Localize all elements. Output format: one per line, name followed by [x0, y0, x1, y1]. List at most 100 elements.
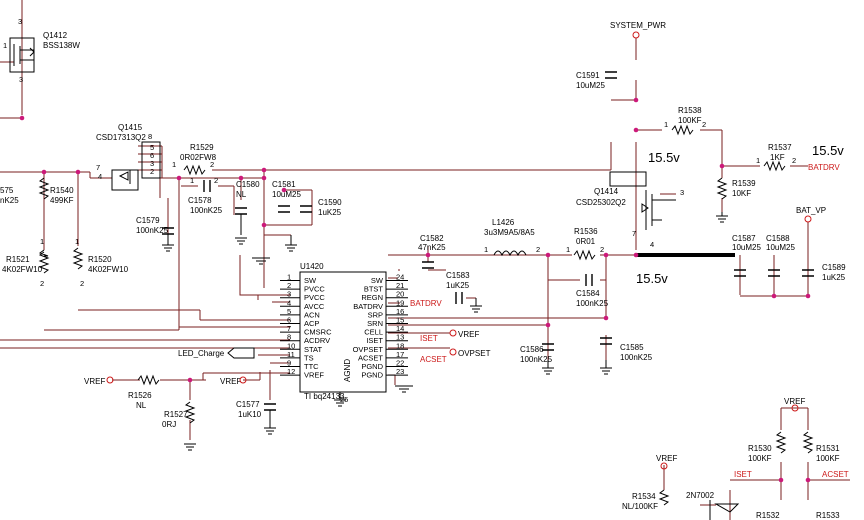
ic-right-pin-number: 16: [396, 307, 404, 316]
c1589: C1589 1uK25: [802, 263, 846, 282]
svg-text:7: 7: [632, 229, 636, 238]
ic-right-pin-name: PGND: [361, 362, 383, 371]
c1580: C1580 NL: [235, 180, 260, 245]
c1590: C1590 1uK25: [285, 198, 342, 252]
r1539: R1539 10KF: [716, 177, 756, 223]
bat-vp-label: BAT_VP: [796, 206, 826, 215]
c1582-val: 47nK25: [418, 243, 446, 252]
r1539-val: 10KF: [732, 189, 751, 198]
r1526-ref: R1526: [128, 391, 152, 400]
ic-left-pin-name: PVCC: [304, 285, 325, 294]
c1588-val: 10uM25: [766, 243, 795, 252]
ic-agnd: AGND: [343, 359, 352, 382]
svg-text:4: 4: [650, 240, 654, 249]
partial-val-nk25: nK25: [0, 196, 19, 205]
r1527: R1527 0RJ: [162, 401, 196, 451]
led-charge-net: LED_Charge: [178, 347, 255, 359]
voltage-annotation-bus: 15.5v: [636, 271, 668, 286]
r1529-ref: R1529: [190, 143, 214, 152]
r1540-ref: R1540: [50, 186, 74, 195]
ic-right-pin-name: SRP: [368, 310, 383, 319]
r1529: 1 2 R1529 0R02FW8: [172, 143, 217, 176]
voltage-annotation-q1414: 15.5v: [648, 150, 680, 165]
c1584-val: 100nK25: [576, 299, 609, 308]
c1585: C1585 100nK25: [600, 337, 653, 375]
svg-text:4: 4: [98, 172, 102, 181]
c1591-val: 10uM25: [576, 81, 605, 90]
r1537-val: 1KF: [770, 153, 785, 162]
c1581-ref: C1581: [272, 180, 296, 189]
c1582-ref: C1582: [420, 234, 444, 243]
iset-br-label: ISET: [734, 470, 752, 479]
ic-left-pin-name: SW: [304, 276, 317, 285]
c1579-ref: C1579: [136, 216, 160, 225]
r1533-ref: R1533: [816, 511, 840, 520]
acset-br-label: ACSET: [822, 470, 849, 479]
ic-right-pin-number: 15: [396, 316, 404, 325]
c1586: C1586 100nK25: [520, 343, 554, 375]
vref-label-br: VREF: [784, 397, 805, 406]
q1412-val: BSS138W: [43, 41, 80, 50]
ic-left-pin-number: 3: [287, 290, 291, 299]
r1538: 1 2 R1538 100KF: [664, 106, 706, 136]
r1520-val: 4K02FW10: [88, 265, 129, 274]
vref-label-b: VREF: [656, 454, 677, 463]
q2n7002: 2N7002: [686, 491, 740, 520]
c1578: 1 2 C1578 100nK25: [188, 176, 223, 215]
c1579-val: 100nK25: [136, 226, 169, 235]
c1584-ref: C1584: [576, 289, 600, 298]
l1426-inductor: 1 2 L1426 3u3M9A5/8A5: [484, 218, 540, 257]
c1581-val: 10uM25: [272, 190, 301, 199]
c1579: C1579 100nK25: [136, 216, 174, 252]
ic-left-pin-number: 4: [287, 298, 291, 307]
vref-label-mid: VREF: [220, 377, 241, 386]
c1585-val: 100nK25: [620, 353, 653, 362]
ic-right-pin-name: REGN: [361, 293, 383, 302]
ic-left-pin-name: CMSRC: [304, 328, 332, 337]
c1591: C1591 10uM25: [576, 71, 617, 90]
r1531-ref: R1531: [816, 444, 840, 453]
ic-right-pin-number: 18: [396, 341, 404, 350]
r1534: R1534 NL/100KF: [622, 489, 670, 511]
svg-text:3: 3: [18, 17, 22, 26]
svg-text:3: 3: [150, 159, 154, 168]
svg-text:1: 1: [664, 120, 668, 129]
r1521-val: 4K02FW10: [2, 265, 43, 274]
ic-right-pin-name: SW: [371, 276, 384, 285]
ic-right-pin-number: 21: [396, 281, 404, 290]
svg-text:2: 2: [210, 160, 214, 169]
r1529-val: 0R02FW8: [180, 153, 217, 162]
ic-left-pin-number: 5: [287, 307, 291, 316]
svg-text:2: 2: [80, 279, 84, 288]
svg-text:3: 3: [19, 75, 23, 84]
svg-text:1: 1: [484, 245, 488, 254]
q1414-mosfet: Q1414 CSD25302Q2 3 7 4: [576, 171, 684, 249]
c1578-ref: C1578: [188, 196, 212, 205]
vref-port-bottom: VREF: [656, 454, 677, 470]
c1586-ref: C1586: [520, 345, 544, 354]
iset-ic-label: ISET: [420, 334, 438, 343]
ic-right-pins: 24SW21BTST20REGN19BATDRV16SRP15SRN14CELL…: [353, 273, 408, 380]
ic-right-pin-name: OVPSET: [353, 345, 384, 354]
ic-right-pin-number: 22: [396, 359, 404, 368]
ic-left-pin-name: AVCC: [304, 302, 325, 311]
batdrv-net-label: BATDRV: [808, 163, 840, 172]
r1538-val: 100KF: [678, 116, 702, 125]
r1536-ref: R1536: [574, 227, 598, 236]
r1532-ref: R1532: [756, 511, 780, 520]
q1415-mosfet: 5 6 3 2 8 7 4 Q1415 CSD17313Q2: [96, 123, 161, 191]
system-pwr-port: SYSTEM_PWR: [610, 21, 666, 39]
system-pwr-label: SYSTEM_PWR: [610, 21, 666, 30]
ic-right-pin-number: 17: [396, 350, 404, 359]
ic-left-pin-number: 11: [287, 350, 295, 359]
ic-right-pin-name: ISET: [366, 336, 383, 345]
r1530-val: 100KF: [748, 454, 772, 463]
ic-right-pin-number: 24: [396, 273, 404, 282]
c1586-val: 100nK25: [520, 355, 553, 364]
ic-left-pin-name: VREF: [304, 371, 324, 380]
ic-left-pin-number: 2: [287, 281, 291, 290]
c1591-ref: C1591: [576, 71, 600, 80]
vref-port-mid: VREF: [220, 376, 247, 386]
bat-vp-port: BAT_VP: [796, 206, 826, 223]
